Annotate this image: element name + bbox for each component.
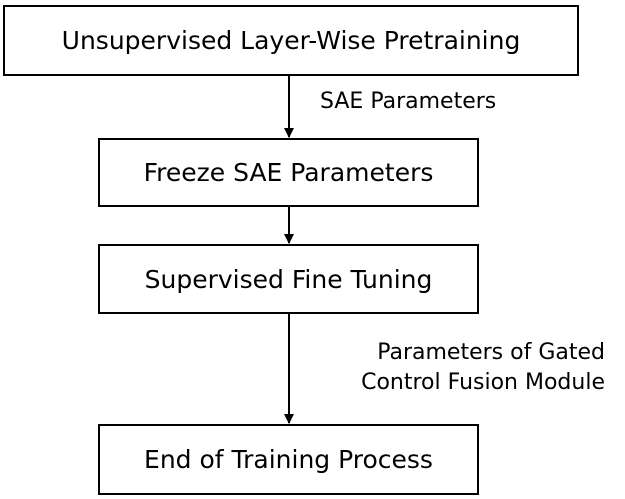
edge-label-sae-parameters: SAE Parameters	[320, 89, 497, 114]
edge-label-gated-control-fusion: Parameters of Gated Control Fusion Modul…	[361, 338, 605, 398]
step-box-finetuning: Supervised Fine Tuning	[98, 244, 479, 314]
step-label-finetuning: Supervised Fine Tuning	[144, 264, 433, 294]
step-box-pretraining: Unsupervised Layer-Wise Pretraining	[3, 5, 579, 76]
step-label-freeze: Freeze SAE Parameters	[143, 158, 434, 187]
edge-label-line-2: Control Fusion Module	[361, 370, 605, 395]
step-box-freeze: Freeze SAE Parameters	[98, 138, 479, 207]
edge-label-line-1: Parameters of Gated	[377, 340, 605, 365]
step-label-end: End of Training Process	[144, 445, 433, 474]
step-label-pretraining: Unsupervised Layer-Wise Pretraining	[61, 26, 521, 55]
step-box-end: End of Training Process	[98, 424, 479, 495]
